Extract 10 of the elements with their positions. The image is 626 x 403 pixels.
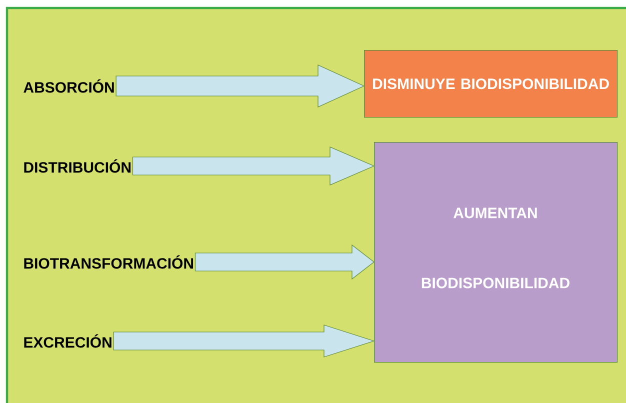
block-arrow xyxy=(116,64,365,108)
result-box: DISMINUYE BIODISPONIBILIDAD xyxy=(364,50,618,118)
result-box: AUMENTAN BIODISPONIBILIDAD xyxy=(374,142,618,363)
block-arrow xyxy=(113,324,375,358)
stage-label: ABSORCIÓN xyxy=(24,79,114,93)
stage-label: BIOTRANSFORMACIÓN xyxy=(24,255,194,269)
stage-label: EXCRECIÓN xyxy=(24,334,112,348)
stage-label: DISTRIBUCIÓN xyxy=(24,159,131,173)
block-arrow xyxy=(132,146,375,186)
block-arrow xyxy=(194,244,374,280)
